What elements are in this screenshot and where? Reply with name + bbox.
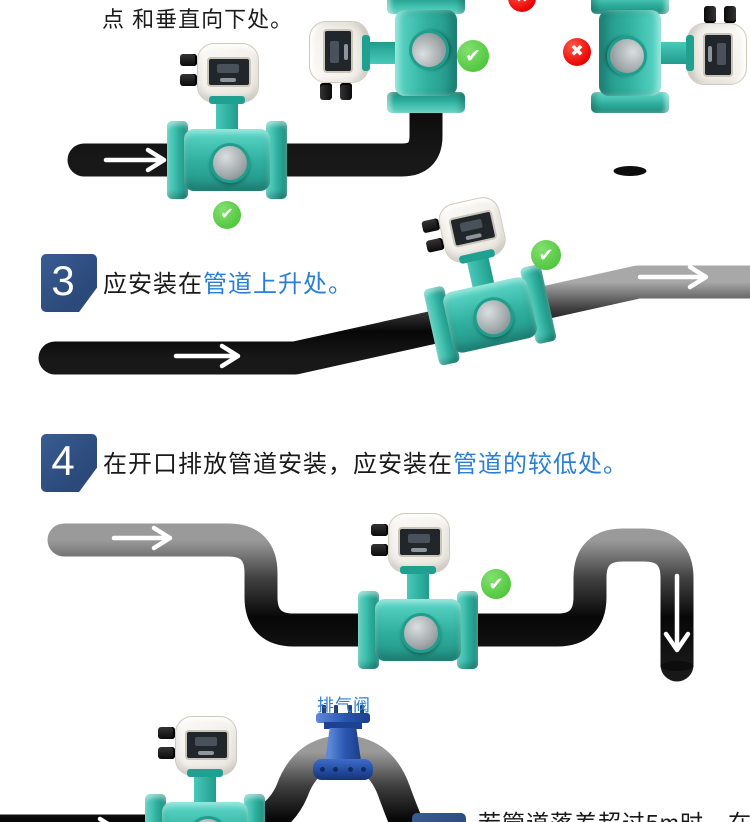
pipe-open-end [660, 661, 694, 671]
pipe-elbow-up [67, 0, 443, 177]
flange [358, 591, 379, 669]
valve-bottom-flange [313, 759, 373, 780]
pipe-diagram-step4 [47, 523, 694, 682]
step-4-text: 在开口排放管道安装，应安装在管道的较低处。 [103, 444, 628, 479]
flow-arrow-right-icon [637, 264, 709, 290]
sensor-port [409, 30, 449, 70]
sensor-port [469, 293, 518, 342]
cable-gland-icon [340, 83, 352, 100]
transmitter-head [687, 23, 747, 85]
cable-gland-icon [158, 727, 175, 739]
lcd-display [398, 527, 442, 557]
valve-bolt-icon [361, 767, 366, 772]
valve-top-flange [316, 713, 370, 723]
sensor-port [401, 613, 441, 653]
meter-neck [363, 42, 397, 64]
transmitter-head [175, 716, 237, 776]
valve-bolt-icon [334, 705, 338, 714]
transmitter-head [197, 43, 259, 103]
sensor-body [184, 129, 270, 191]
cable-gland-icon [180, 54, 197, 66]
step-badge-5: 5 [412, 813, 466, 822]
meter-neck [187, 769, 223, 804]
check-icon: ✔ [531, 240, 561, 270]
step-badge-4: 4 [41, 434, 97, 492]
pipe-low-section [47, 523, 694, 682]
valve-collar [324, 722, 362, 729]
lcd-display [185, 730, 229, 760]
step-3-highlight-text: 管道上升处。 [203, 271, 353, 298]
cross-icon: ✖ [508, 0, 536, 12]
step-badge-3: 3 [41, 254, 97, 312]
step-5-text: 若管道落差超过5m时，在传感器下游安装排气阀。 [478, 804, 750, 822]
cable-gland-icon [180, 74, 197, 86]
exhaust-valve-label: 排气阀 [317, 696, 371, 715]
cable-gland-icon [704, 6, 716, 23]
exhaust-valve [313, 705, 373, 781]
sensor-body [395, 10, 457, 96]
flow-arrow-right-icon [103, 147, 167, 173]
sensor-body [162, 802, 248, 822]
cable-gland-icon [371, 524, 388, 536]
intro-tail-text: 点 和垂直向下处。 [102, 7, 294, 32]
flow-arrow-right-icon [111, 525, 173, 551]
pipe-open-end [613, 166, 647, 176]
lcd-display [323, 29, 353, 73]
check-icon: ✔ [457, 40, 489, 72]
flow-meter [358, 513, 478, 669]
step-4-highlight-text: 管道的较低处。 [453, 451, 628, 478]
flow-meter [309, 0, 465, 113]
meter-neck [659, 42, 693, 64]
cross-icon: ✖ [563, 38, 591, 66]
cable-gland-icon [158, 747, 175, 759]
flow-meter [591, 0, 747, 113]
flange [244, 794, 265, 822]
check-icon: ✔ [213, 201, 241, 229]
transmitter-head [309, 21, 369, 83]
valve-bolt-icon [348, 705, 352, 714]
flange [266, 121, 287, 199]
sensor-body [599, 10, 661, 96]
cable-gland-icon [320, 83, 332, 100]
flow-meter [167, 43, 287, 199]
transmitter-head [388, 513, 450, 573]
cable-gland-icon [724, 6, 736, 23]
valve-bolt-icon [320, 767, 325, 772]
flange [167, 121, 188, 199]
valve-bolt-icon [333, 767, 338, 772]
meter-neck [209, 96, 245, 131]
sensor-port [210, 143, 250, 183]
cable-gland-icon [371, 544, 388, 556]
flange [457, 591, 478, 669]
lcd-display [207, 57, 251, 87]
lcd-display [703, 33, 733, 77]
sensor-port [188, 816, 228, 822]
sensor-body [375, 599, 461, 661]
lcd-display [448, 209, 498, 249]
step-4-plain-text: 在开口排放管道安装，应安装在 [103, 451, 453, 478]
flow-arrow-down-icon [663, 573, 691, 653]
meter-neck [400, 566, 436, 601]
check-icon: ✔ [481, 569, 511, 599]
sensor-port [607, 36, 647, 76]
step-3-plain-text: 应安装在 [103, 271, 203, 298]
valve-bolt-icon [348, 767, 353, 772]
valve-body [325, 728, 361, 761]
valve-bolt-icon [322, 705, 326, 714]
flow-meter [145, 716, 265, 822]
flow-arrow-right-icon [173, 343, 241, 369]
step-3-text: 应安装在管道上升处。 [103, 264, 353, 299]
sensor-body [441, 275, 539, 355]
flange [145, 794, 166, 822]
valve-bolt-icon [360, 705, 364, 714]
